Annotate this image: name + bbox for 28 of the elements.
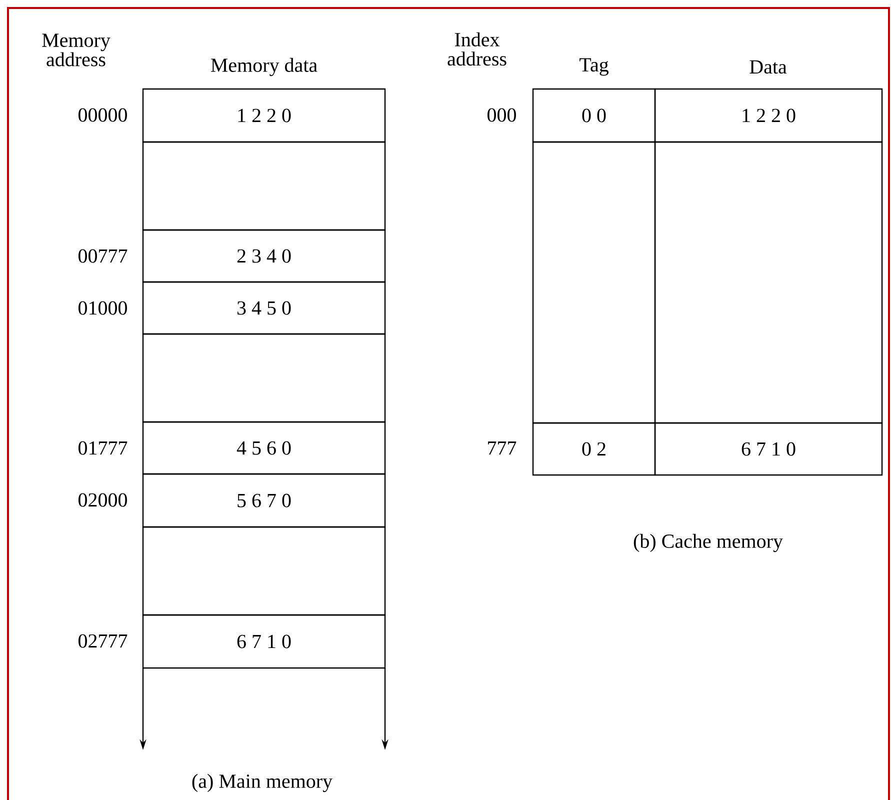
address-label: 02000 (78, 493, 127, 507)
empty-cell (142, 333, 386, 423)
address-label: 02777 (78, 634, 128, 648)
memory-cell: 0 2 (532, 422, 656, 476)
figure-caption: (a) Main memory (192, 774, 332, 792)
address-label: 00000 (78, 108, 127, 122)
address-label: 777 (488, 441, 516, 455)
memory-cell: 4 5 6 0 (142, 421, 386, 475)
figure-caption: (b) Cache memory (634, 534, 783, 552)
empty-cell (532, 141, 656, 424)
memory-cell: 6 7 1 0 (654, 422, 883, 476)
memory-cell: 1 2 2 0 (142, 88, 386, 143)
memory-cell: 5 6 7 0 (142, 473, 386, 528)
memory-cell: 2 3 4 0 (142, 229, 386, 283)
empty-cell (142, 141, 386, 231)
empty-cell (142, 526, 386, 616)
column-header: Memory address (42, 34, 110, 66)
address-label: 000 (488, 108, 516, 122)
empty-cell (654, 141, 883, 424)
memory-cell: 1 2 2 0 (654, 88, 883, 143)
memory-cell: 0 0 (532, 88, 656, 143)
address-label: 01000 (78, 301, 127, 315)
address-label: 01777 (78, 441, 128, 455)
column-header: Index address (448, 32, 506, 66)
address-label: 00777 (78, 249, 128, 263)
memory-cell: 3 4 5 0 (142, 281, 386, 335)
column-header: Tag (580, 58, 608, 76)
memory-cell: 6 7 1 0 (142, 614, 386, 669)
